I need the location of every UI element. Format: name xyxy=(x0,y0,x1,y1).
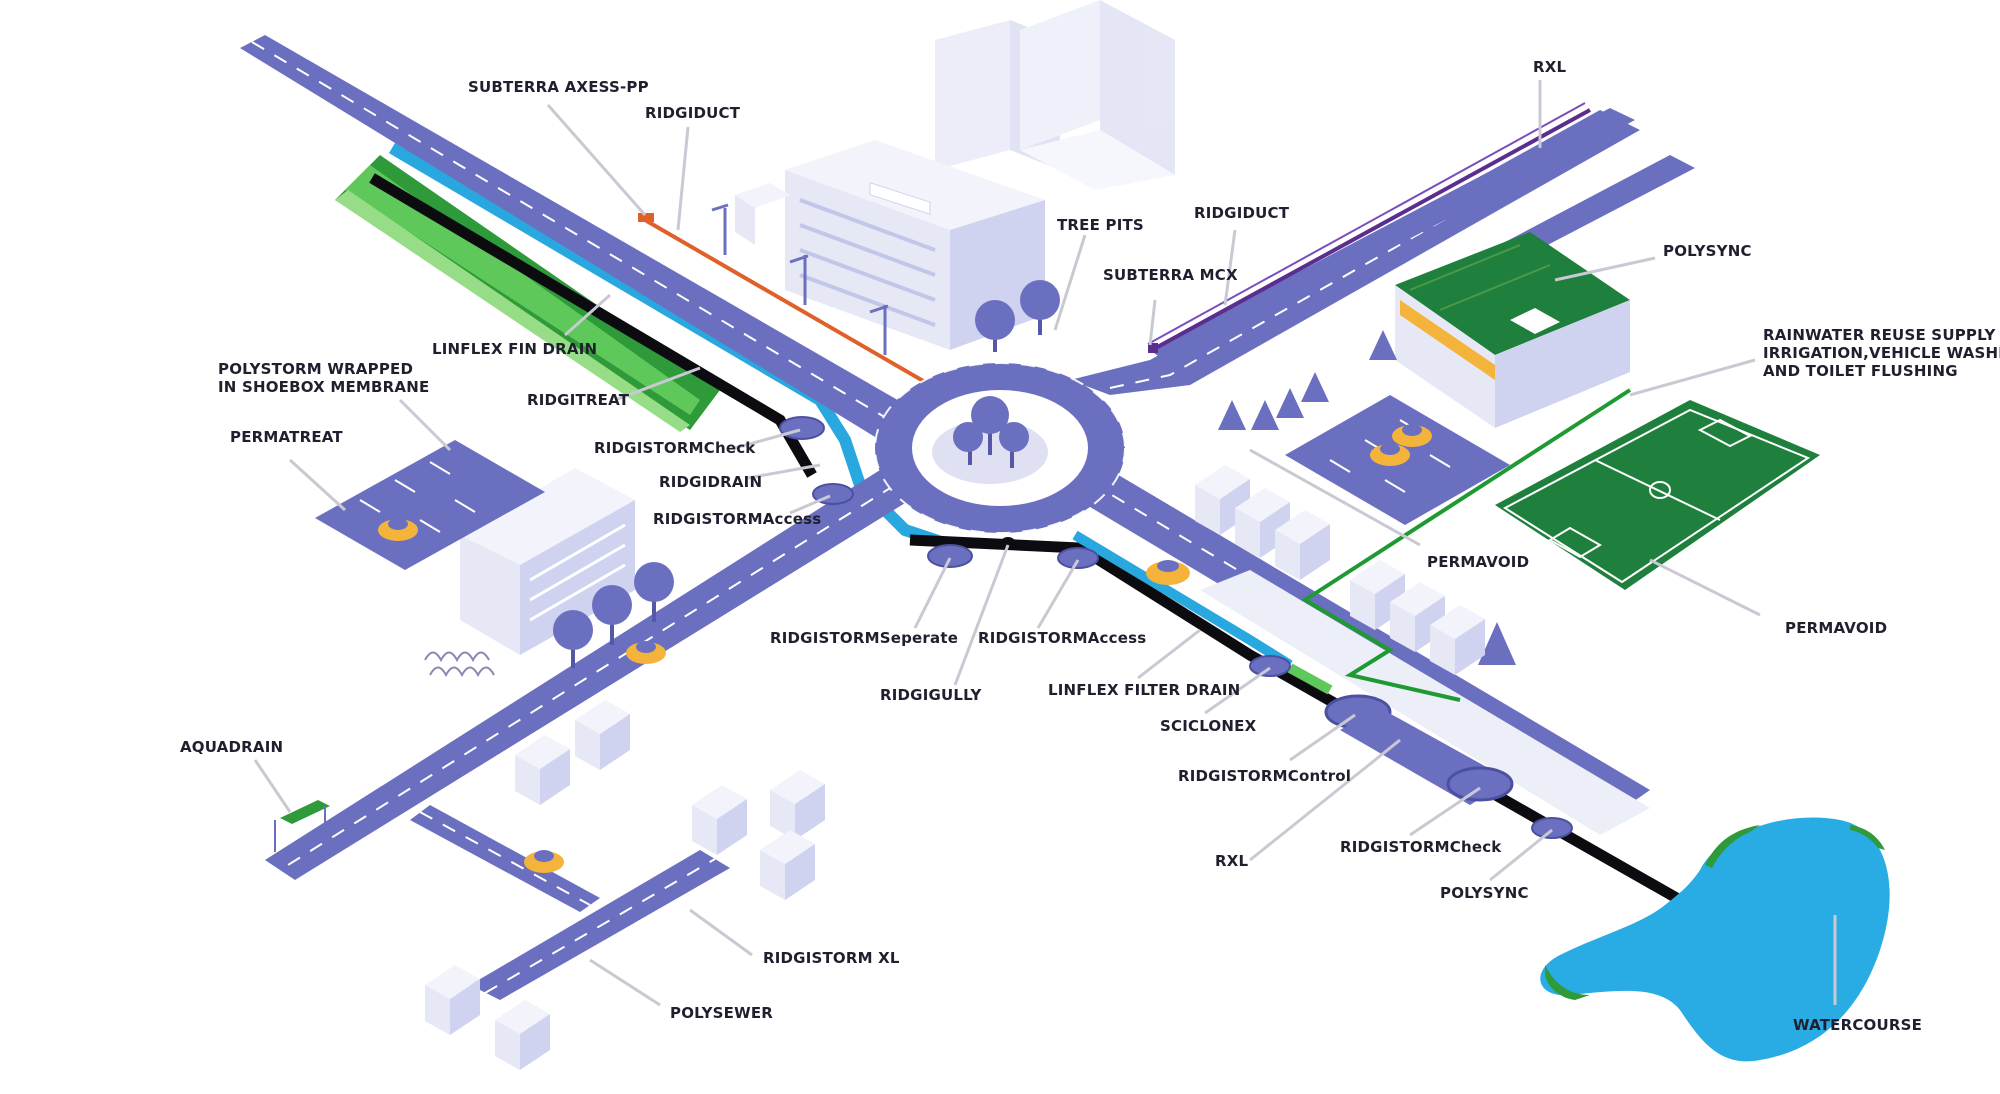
house xyxy=(692,785,747,855)
label-polystorm-wrapped-line1: POLYSTORM WRAPPED xyxy=(218,360,413,378)
label-rxl-bottom: RXL xyxy=(1215,852,1249,870)
label-subterra-axess-pp: SUBTERRA AXESS-PP xyxy=(468,78,649,96)
car xyxy=(524,850,564,873)
car xyxy=(626,641,666,664)
apartment-trees xyxy=(553,562,674,668)
house xyxy=(575,700,630,770)
chamber-ridgistormseperate xyxy=(927,544,973,568)
car xyxy=(378,518,418,541)
pine-trees xyxy=(1218,330,1516,665)
pipe-left xyxy=(369,173,817,478)
house xyxy=(495,1000,550,1070)
label-ridgistorm-xl: RIDGISTORM XL xyxy=(763,949,900,967)
house xyxy=(1430,605,1485,675)
label-ridgiduct-left: RIDGIDUCT xyxy=(645,104,741,122)
tree-pit-trees xyxy=(975,280,1060,352)
bus-shelter xyxy=(274,800,330,852)
label-tree-pits: TREE PITS xyxy=(1057,216,1144,234)
car xyxy=(1370,443,1410,466)
label-polysync-roof: POLYSYNC xyxy=(1663,242,1752,260)
house xyxy=(515,735,570,805)
leader-lines xyxy=(253,80,1837,1007)
street-lights xyxy=(711,203,889,355)
label-subterra-mcx: SUBTERRA MCX xyxy=(1103,266,1238,284)
chamber-sciclonex xyxy=(1249,655,1291,677)
cars xyxy=(378,424,1432,873)
car xyxy=(1392,424,1432,447)
label-permavoid-center: PERMAVOID xyxy=(1427,553,1529,571)
watercourse xyxy=(1540,817,1890,1062)
label-ridgistormaccess-center: RIDGISTORMAccess xyxy=(978,629,1146,647)
house xyxy=(425,965,480,1035)
football-pitch xyxy=(1495,400,1820,590)
label-ridgidrain: RIDGIDRAIN xyxy=(659,473,762,491)
label-rainwater-reuse-line3: AND TOILET FLUSHING xyxy=(1763,362,1958,380)
label-polystorm-wrapped-line2: IN SHOEBOX MEMBRANE xyxy=(218,378,429,396)
planted-verge-left xyxy=(335,155,720,432)
chamber-ridgistormcheck-left xyxy=(779,416,825,440)
label-polysewer: POLYSEWER xyxy=(670,1004,773,1022)
apartment-building-left xyxy=(460,468,635,655)
rainwater-reuse-pipe xyxy=(1301,388,1632,702)
label-linflex-filter-drain: LINFLEX FILTER DRAIN xyxy=(1048,681,1240,699)
green-roof-shop xyxy=(1395,232,1630,428)
house xyxy=(760,830,815,900)
bike-racks xyxy=(424,651,495,678)
car-park-permatreat xyxy=(315,440,545,570)
house xyxy=(1390,582,1445,652)
label-permatreat: PERMATREAT xyxy=(230,428,343,446)
label-ridgistormcheck-left: RIDGISTORMCheck xyxy=(594,439,756,457)
orange-duct xyxy=(638,213,927,384)
chamber-polysync xyxy=(1531,817,1573,839)
label-linflex-fin-drain: LINFLEX FIN DRAIN xyxy=(432,340,597,358)
houses xyxy=(425,465,1485,1070)
label-ridgitreat: RIDGITREAT xyxy=(527,391,630,409)
purple-ducts xyxy=(1147,102,1591,353)
green-verge-se xyxy=(1287,663,1333,695)
label-ridgistormcheck-right: RIDGISTORMCheck xyxy=(1340,838,1502,856)
label-ridgistormcontrol: RIDGISTORMControl xyxy=(1178,767,1351,785)
label-rxl-top: RXL xyxy=(1533,58,1567,76)
roundabout-trees xyxy=(953,396,1029,468)
car xyxy=(1146,560,1190,585)
label-aquadrain: AQUADRAIN xyxy=(180,738,283,756)
house xyxy=(1195,465,1250,535)
label-ridgigully: RIDGIGULLY xyxy=(880,686,983,704)
label-rainwater-reuse-line2: IRRIGATION,VEHICLE WASHDOWN xyxy=(1763,344,2000,362)
pavement-se xyxy=(1200,570,1650,835)
house xyxy=(1275,510,1330,580)
label-sciclonex: SCICLONEX xyxy=(1160,717,1257,735)
label-permavoid-pitch: PERMAVOID xyxy=(1785,619,1887,637)
office-building-center xyxy=(735,140,1045,350)
house xyxy=(770,770,825,840)
chamber-ridgistormaccess-center xyxy=(1057,547,1099,569)
labels: SUBTERRA AXESS-PP RIDGIDUCT TREE PITS RI… xyxy=(180,58,2000,1034)
background-towers xyxy=(935,0,1175,190)
label-rainwater-reuse-line1: RAINWATER REUSE SUPPLY FOR xyxy=(1763,326,2000,344)
label-ridgistormseperate: RIDGISTORMSeperate xyxy=(770,629,958,647)
chambers xyxy=(779,416,1573,839)
chamber-ridgigully xyxy=(1001,537,1015,547)
label-ridgistormaccess-left: RIDGISTORMAccess xyxy=(653,510,821,528)
label-watercourse: WATERCOURSE xyxy=(1793,1016,1922,1034)
label-ridgiduct-right: RIDGIDUCT xyxy=(1194,204,1290,222)
house xyxy=(1235,488,1290,558)
label-polysync-bottom: POLYSYNC xyxy=(1440,884,1529,902)
chamber-ridgistormcheck-right xyxy=(1446,766,1514,802)
